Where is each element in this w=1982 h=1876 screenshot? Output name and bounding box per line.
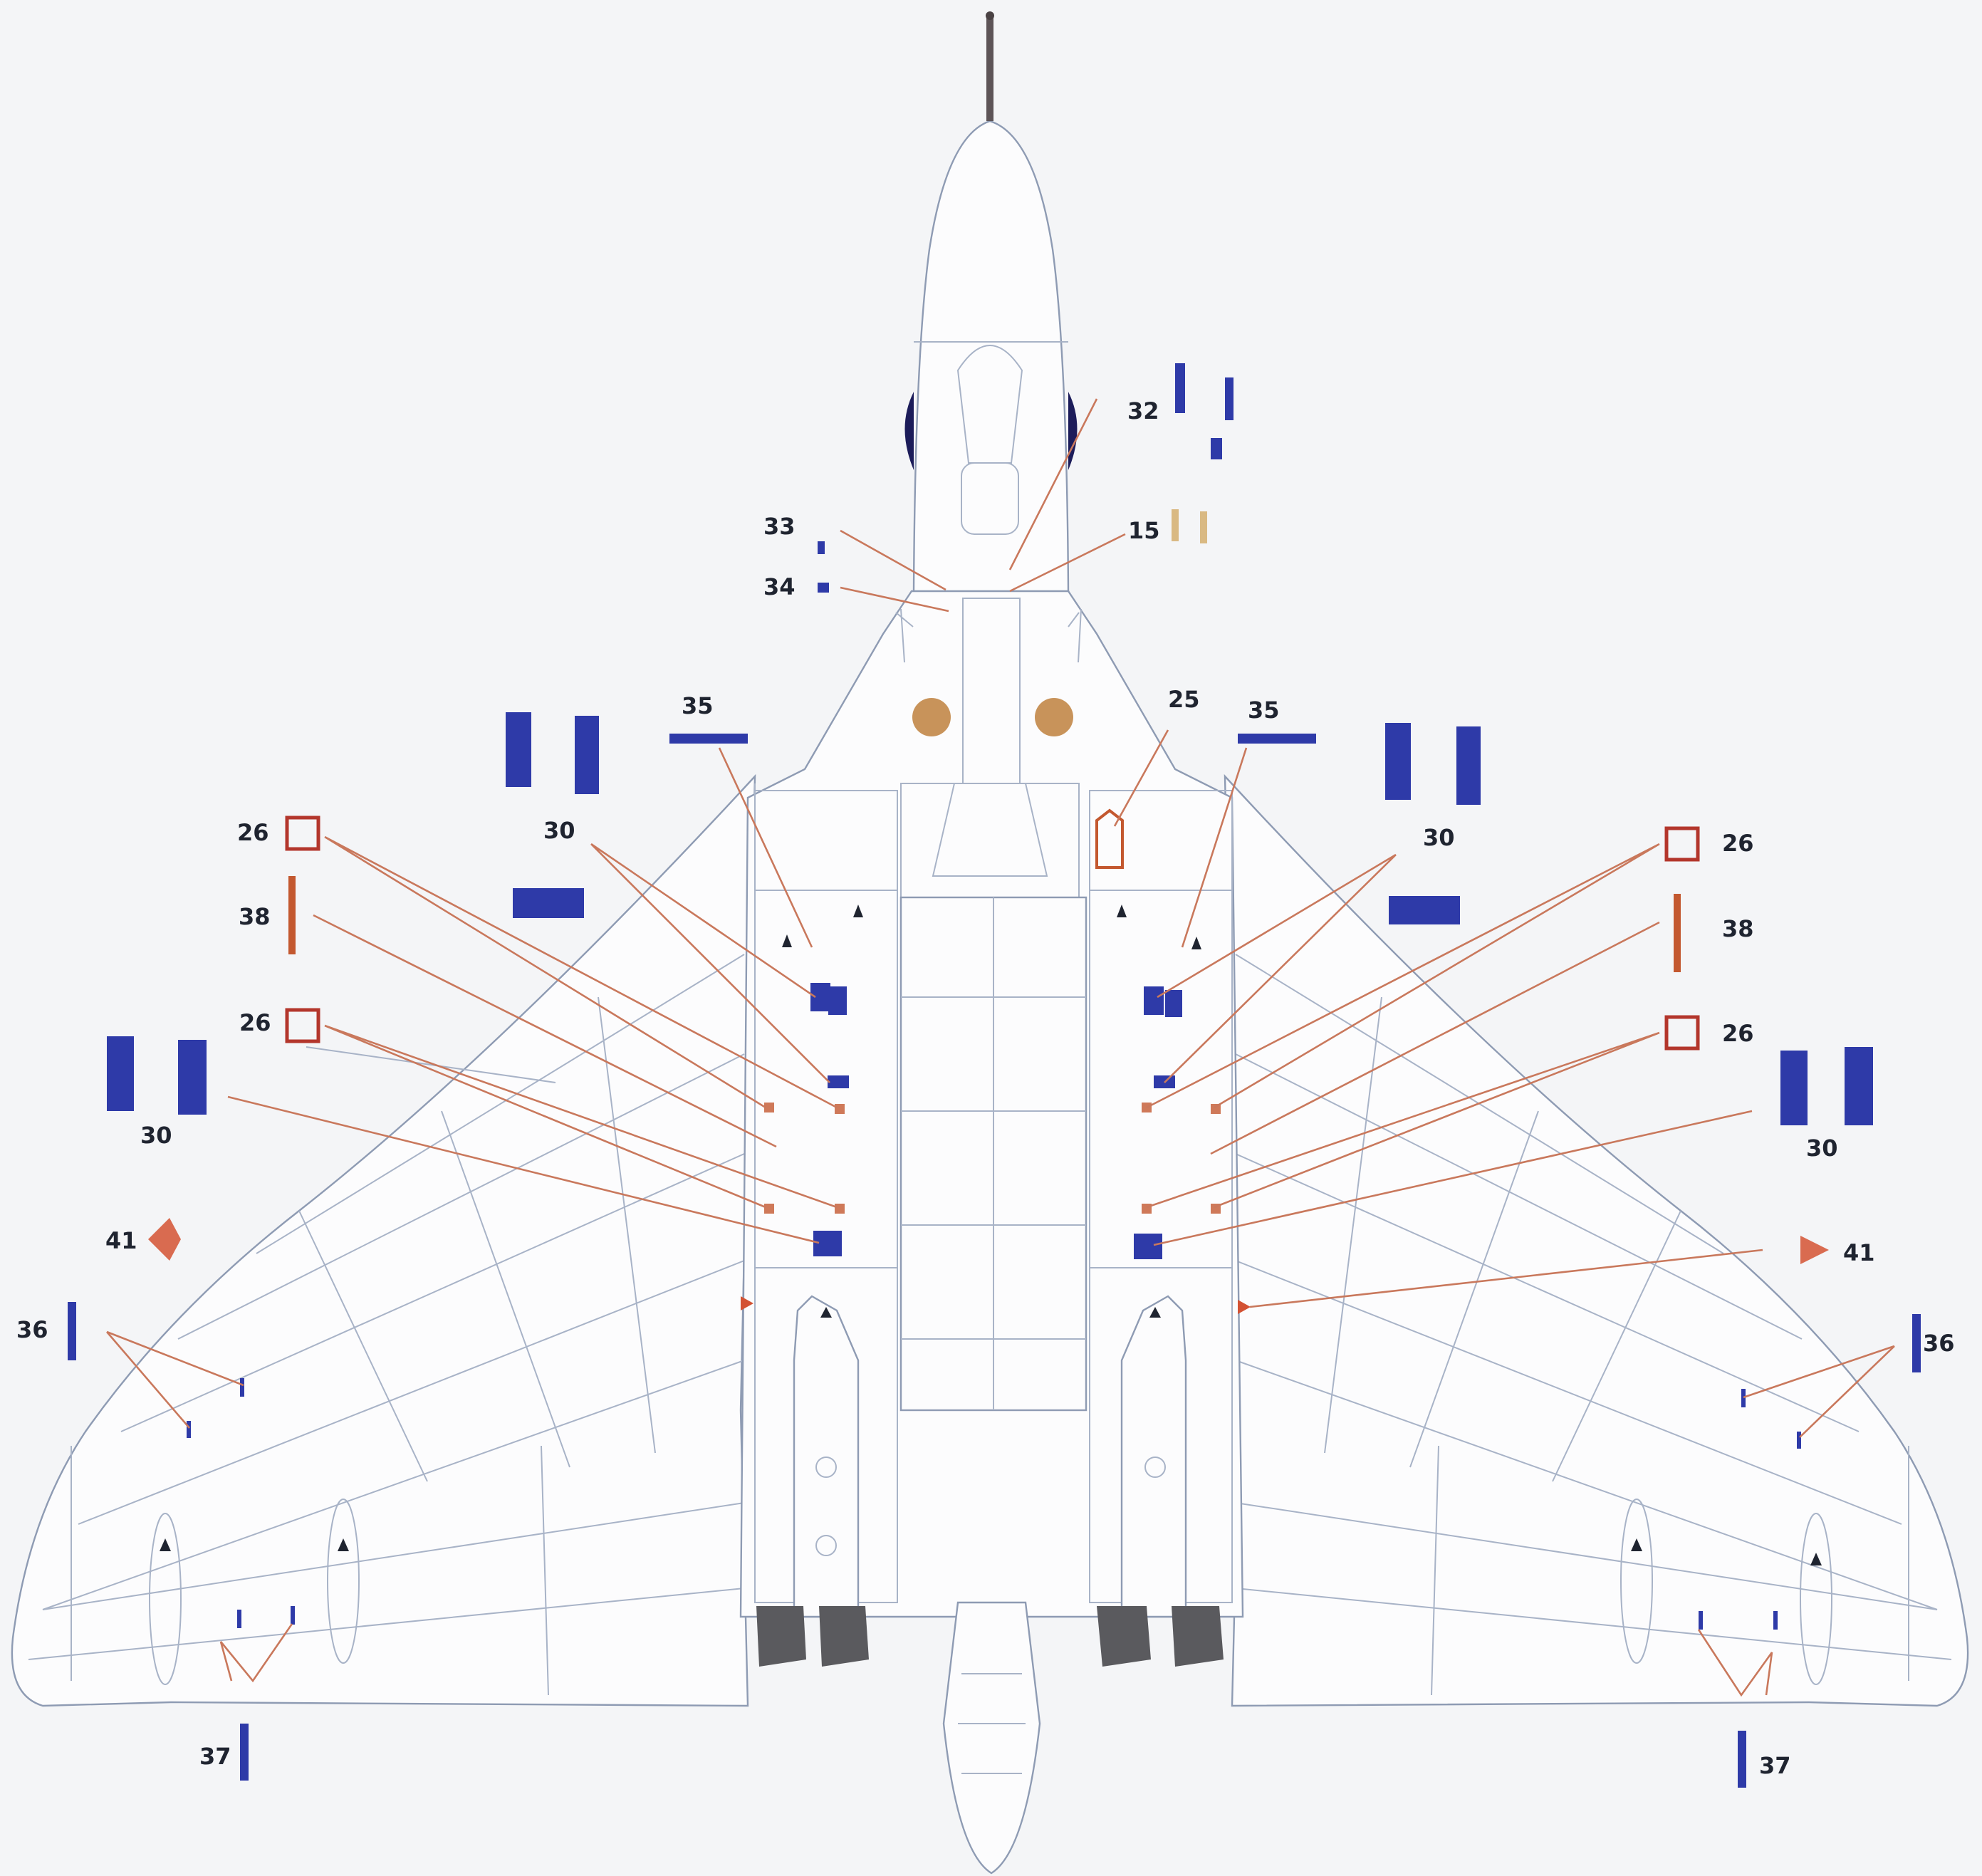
callout-33-decal (818, 541, 825, 554)
callout-35-decal-right (1238, 734, 1316, 744)
fuselage (739, 11, 1244, 1875)
wing-fairings (149, 1499, 1832, 1685)
callout-33: 33 (763, 513, 796, 540)
callout-34: 34 (763, 573, 796, 600)
callout-35: 35 (1248, 697, 1280, 724)
callout-labels: 15 25 26 26 26 26 30 30 30 30 32 33 34 3… (16, 397, 1955, 1779)
callout-41: 41 (105, 1227, 137, 1254)
fuselage-arrow-markings (782, 905, 1201, 949)
callout-37: 37 (1759, 1752, 1791, 1779)
exhaust-nozzles (756, 1606, 1224, 1667)
callout-32: 32 (1127, 397, 1159, 424)
callout-30: 30 (543, 817, 575, 844)
callout-38: 38 (1722, 915, 1754, 942)
left-wing (11, 773, 756, 1707)
callout-37: 37 (199, 1743, 231, 1770)
callout-30: 30 (140, 1122, 172, 1149)
leader-lines (106, 398, 1895, 1697)
red-markings (148, 509, 1829, 1314)
callout-26: 26 (1722, 1020, 1754, 1047)
callout-30: 30 (1423, 824, 1455, 851)
callout-35-decal-left (669, 734, 748, 744)
blue-stencil-markings (68, 363, 1921, 1788)
callout-15: 15 (1128, 517, 1160, 544)
right-wing (1224, 773, 1969, 1707)
callout-38: 38 (239, 903, 271, 930)
callout-25: 25 (1168, 686, 1200, 713)
callout-26: 26 (239, 1009, 271, 1036)
callout-26: 26 (237, 819, 269, 846)
engine-nacelles (793, 1295, 1187, 1618)
callout-34-decal (818, 583, 829, 593)
callout-36: 36 (1923, 1330, 1955, 1357)
callout-41: 41 (1843, 1239, 1875, 1266)
callout-26: 26 (1722, 830, 1754, 857)
callout-35: 35 (682, 692, 714, 719)
callout-36: 36 (16, 1316, 48, 1343)
callout-30: 30 (1806, 1135, 1838, 1162)
